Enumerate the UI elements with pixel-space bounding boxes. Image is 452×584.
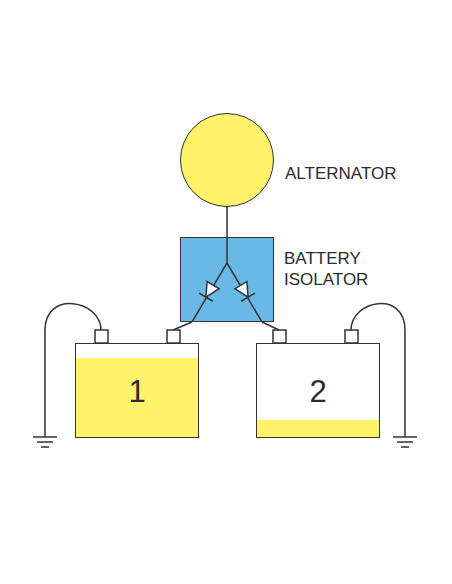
battery-terminal	[95, 330, 108, 343]
ground-symbol	[33, 437, 57, 447]
wire-connector	[262, 322, 279, 330]
battery-number: 1	[76, 374, 198, 410]
alternator-circle: ALTERNATOR	[180, 113, 274, 207]
battery-terminal	[345, 330, 358, 343]
battery-isolator-box: BATTERY ISOLATOR	[180, 237, 274, 322]
battery-box: 2	[256, 343, 380, 438]
battery-box: 1	[75, 343, 199, 438]
diode-symbols	[180, 237, 274, 322]
battery-terminal	[167, 330, 180, 343]
wire-connector	[173, 322, 192, 330]
battery-number: 2	[257, 374, 379, 410]
battery-terminal	[273, 330, 286, 343]
ground-symbol	[393, 437, 417, 447]
wire-connector	[227, 207, 228, 237]
node-label: ALTERNATOR	[285, 164, 396, 184]
node-label: BATTERY ISOLATOR	[284, 248, 384, 290]
